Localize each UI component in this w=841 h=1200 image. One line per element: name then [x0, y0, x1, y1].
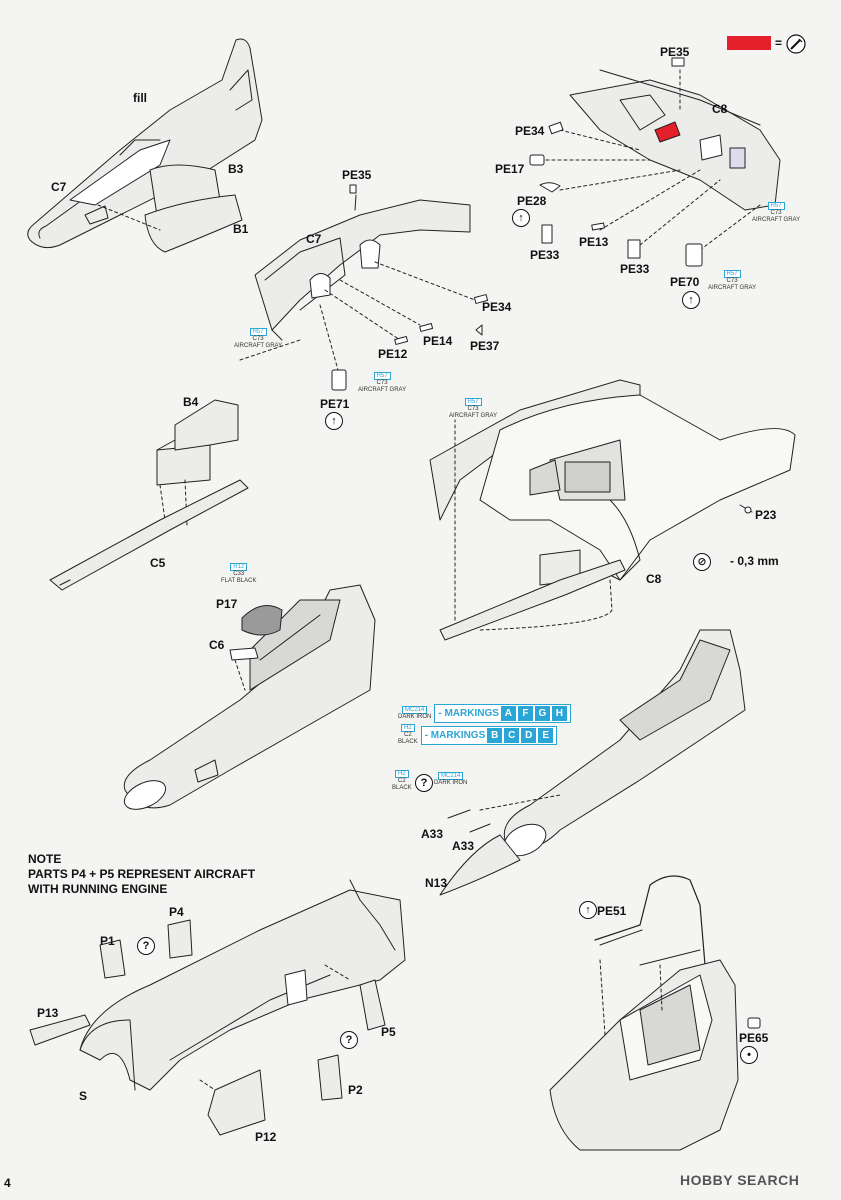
step-cockpit-assembly: [429, 379, 796, 641]
fold-icon: ↑: [325, 412, 343, 430]
marking-letter: D: [521, 727, 537, 743]
step-forward-fuselage-p17: [123, 584, 376, 810]
marking-letter: A: [500, 706, 516, 721]
label-a33-b: A33: [452, 839, 475, 853]
step-c7-cockpit-side: [239, 184, 489, 391]
paint-callout-gray-cockpit: H57 C73 AIRCRAFT GRAY: [449, 398, 498, 419]
label-pe34-tr: PE34: [515, 124, 545, 138]
label-p17: P17: [216, 597, 238, 611]
label-pe71: PE71: [320, 397, 350, 411]
note-line: PARTS P4 + P5 REPRESENT AIRCRAFT: [28, 867, 256, 881]
markings-1-paint: MC214 DARK IRON: [398, 706, 432, 720]
markings-2-box: - MARKINGS B C D E: [420, 725, 558, 745]
step-c8-cockpit-side: [529, 57, 781, 267]
label-c6: C6: [209, 638, 225, 652]
question-icon: ?: [340, 1031, 358, 1049]
bend-icon: •: [740, 1046, 758, 1064]
label-pe34-mid: PE34: [482, 300, 512, 314]
legend-equals: =: [775, 36, 783, 50]
label-p1: P1: [100, 934, 115, 948]
marking-letter: E: [538, 727, 554, 743]
label-pe70: PE70: [670, 275, 700, 289]
markings-row-1: MC214 DARK IRON - MARKINGS A F G H: [398, 704, 571, 723]
paint-callout-nose-iron: MC214 DARK IRON: [434, 772, 468, 786]
note-line: WITH RUNNING ENGINE: [28, 882, 168, 896]
label-pe65: PE65: [739, 1031, 769, 1045]
marking-letter: C: [504, 727, 520, 743]
label-pe35-tr: PE35: [660, 45, 690, 59]
paint-callout-gray-tr1: H57 C73 AIRCRAFT GRAY: [752, 202, 801, 223]
markings-2-paint: H2 C2 BLACK: [398, 724, 418, 745]
label-a33-a: A33: [421, 827, 444, 841]
page-number: 4: [4, 1176, 11, 1190]
label-n13: N13: [425, 876, 448, 890]
fold-icon: ↑: [512, 209, 530, 227]
label-c8-mid: C8: [646, 572, 662, 586]
label-p2: P2: [348, 1083, 363, 1097]
label-pe35-mid: PE35: [342, 168, 372, 182]
brush-icon: [786, 34, 806, 54]
markings-row-2: H2 C2 BLACK - MARKINGS B C D E: [398, 724, 558, 746]
label-p23: P23: [755, 508, 777, 522]
step-canopy-frame-pe51: [549, 875, 761, 1151]
label-b3: B3: [228, 162, 244, 176]
label-c8-top: C8: [712, 102, 728, 116]
label-s: S: [79, 1089, 88, 1103]
markings-1-box: - MARKINGS A F G H: [434, 704, 571, 723]
watermark: HOBBY SEARCH: [680, 1172, 800, 1188]
label-p4: P4: [169, 905, 184, 919]
fold-icon: ↑: [682, 291, 700, 309]
step-c7-forward-fuselage: [27, 38, 263, 253]
paint-legend: =: [727, 36, 782, 50]
paint-callout-nose-black: H2 C2 BLACK: [392, 770, 412, 791]
label-fill: fill: [133, 91, 147, 105]
label-pe37: PE37: [470, 339, 500, 353]
label-pe17: PE17: [495, 162, 525, 176]
label-pe33-a: PE33: [530, 248, 560, 262]
label-pe12: PE12: [378, 347, 408, 361]
step-b4-c5-floor: [49, 399, 249, 591]
marking-letter: G: [534, 706, 550, 721]
label-c7-top: C7: [51, 180, 67, 194]
step-rear-fuselage-p4-p5: [29, 879, 406, 1136]
engine-note: NOTE PARTS P4 + P5 REPRESENT AIRCRAFT WI…: [28, 852, 255, 897]
red-swatch: [727, 36, 771, 50]
label-c5: C5: [150, 556, 166, 570]
label-pe28: PE28: [517, 194, 547, 208]
label-c7-mid: C7: [306, 232, 322, 246]
paint-callout-gray-pe71: H57 C73 AIRCRAFT GRAY: [358, 372, 407, 393]
label-p12: P12: [255, 1130, 277, 1144]
label-drill: - 0,3 mm: [730, 554, 779, 568]
label-pe13: PE13: [579, 235, 609, 249]
paint-callout-black-p17: H12 C33 FLAT BLACK: [221, 563, 257, 584]
drill-icon: ⊘: [693, 553, 711, 571]
paint-callout-gray-mid: H57 C73 AIRCRAFT GRAY: [234, 328, 283, 349]
label-pe33-b: PE33: [620, 262, 650, 276]
label-pe51: PE51: [597, 904, 627, 918]
step-fuselage-nose-n13: [439, 629, 746, 896]
marking-letter: F: [517, 706, 533, 721]
label-pe14: PE14: [423, 334, 453, 348]
marking-letter: B: [487, 727, 503, 743]
fold-icon: ↑: [579, 901, 597, 919]
label-p13: P13: [37, 1006, 59, 1020]
label-p5: P5: [381, 1025, 396, 1039]
question-icon: ?: [415, 774, 433, 792]
note-heading: NOTE: [28, 852, 62, 866]
label-b1: B1: [233, 222, 249, 236]
paint-callout-gray-tr2: H57 C73 AIRCRAFT GRAY: [708, 270, 757, 291]
label-b4: B4: [183, 395, 199, 409]
question-icon: ?: [137, 937, 155, 955]
marking-letter: H: [551, 706, 567, 721]
